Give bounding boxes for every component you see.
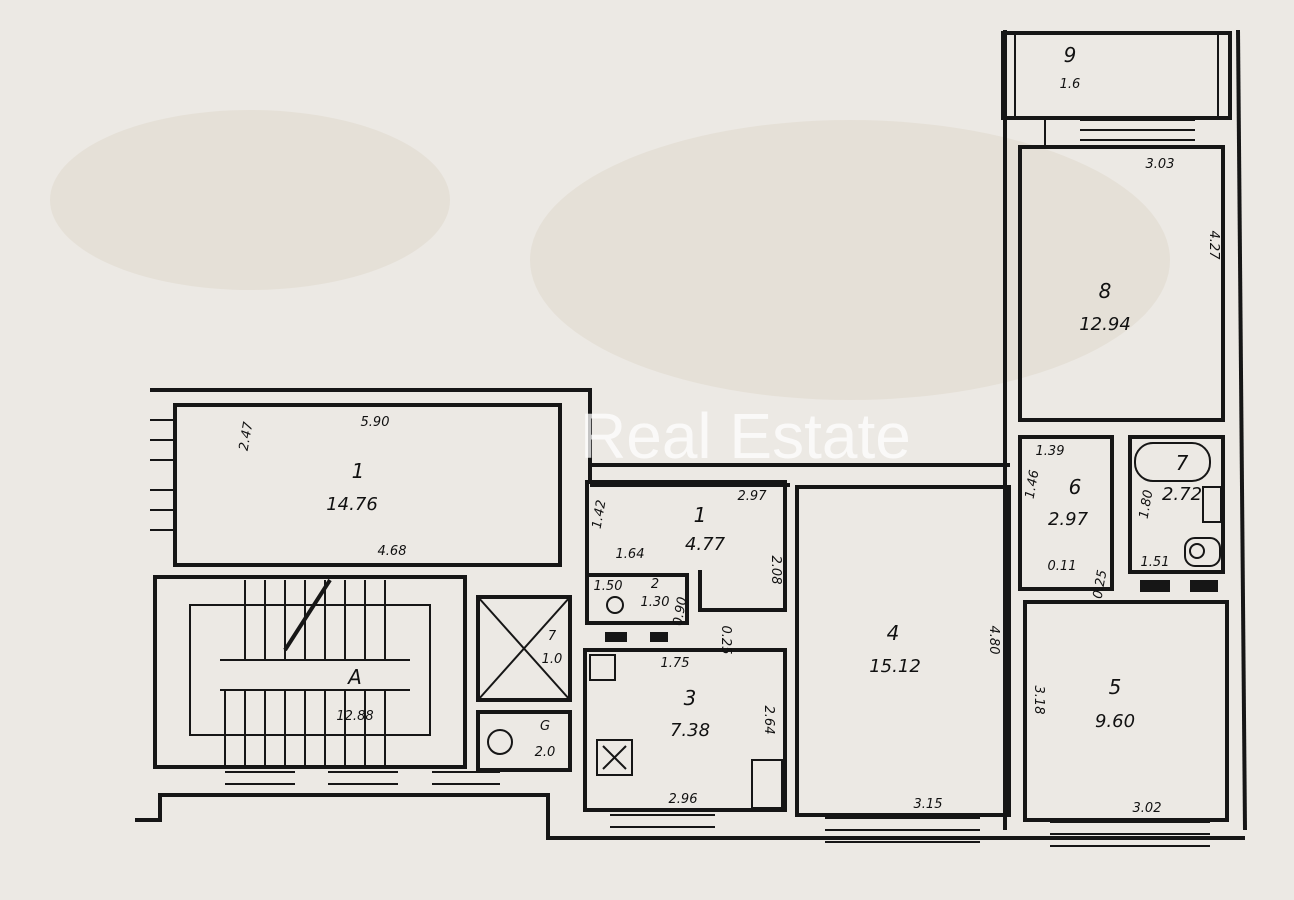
room-area: 2.72	[1162, 484, 1202, 505]
dimension-label: 2.64	[761, 706, 776, 735]
room-area: 1.6	[1060, 77, 1081, 92]
dimension-label: 3.03	[1146, 157, 1175, 172]
room-8-walls	[1018, 145, 1225, 422]
vent-icon	[1190, 580, 1218, 592]
dimension-label: 2.47	[237, 420, 257, 452]
room-g-walls	[476, 710, 572, 772]
room-area: 12.88	[336, 709, 373, 724]
dimension-label: 4.27	[1206, 231, 1221, 261]
sink-icon	[1184, 537, 1221, 567]
bathtub-icon	[1134, 442, 1211, 482]
room-number: 4	[887, 621, 900, 645]
watermark-text: Real Estate	[580, 400, 911, 472]
paper-stain	[530, 120, 1170, 400]
toilet-icon	[1202, 486, 1222, 523]
room-5-walls	[1023, 600, 1229, 822]
room-number: 5	[1109, 675, 1122, 699]
dimension-label: 3.02	[1133, 801, 1162, 816]
window	[150, 419, 175, 531]
room-7-walls	[1128, 435, 1225, 574]
room-number: A	[346, 665, 362, 689]
window	[1050, 821, 1210, 847]
vent-icon	[1140, 580, 1170, 592]
room-area: 2.97	[1048, 509, 1089, 530]
room-area: 14.76	[326, 494, 378, 515]
dimension-label: 0.25	[718, 626, 733, 655]
stairs-icon	[189, 578, 431, 765]
stove-icon	[596, 739, 633, 776]
room-number: 7	[1176, 451, 1189, 475]
dimension-label: 2.08	[768, 556, 783, 585]
paper-stain	[50, 110, 450, 290]
dimension-label: 1.46	[1023, 469, 1043, 500]
room-area: 2.0	[535, 745, 556, 760]
room-number: 7	[548, 629, 557, 644]
kitchen-3-walls	[583, 648, 787, 812]
room-6-walls	[1018, 435, 1114, 591]
room-area: 9.60	[1095, 711, 1135, 732]
wc-2-walls	[585, 573, 689, 625]
drain-icon	[1189, 543, 1205, 559]
dimension-label: 1.80	[1137, 489, 1157, 520]
sink-icon	[589, 654, 616, 681]
dimension-label: 0.11	[1048, 559, 1077, 574]
dimension-label: 1.75	[661, 656, 690, 671]
dimension-label: 1.64	[616, 547, 645, 562]
dimension-label: 3.18	[1031, 686, 1046, 715]
room-number: 9	[1064, 43, 1077, 67]
room-number: 6	[1069, 475, 1082, 499]
dimension-label: 1.51	[1141, 555, 1170, 570]
hall-walls	[585, 480, 787, 612]
dimension-label: 0.25	[1091, 569, 1111, 600]
room-area: 4.77	[685, 534, 726, 555]
vent-icon	[605, 632, 627, 642]
room-number: 1	[694, 503, 707, 527]
dimension-label: 2.96	[669, 792, 698, 807]
dimension-label: 2.97	[738, 489, 768, 504]
room-number: 2	[651, 577, 659, 592]
elevator-icon	[476, 595, 572, 702]
room-number: G	[540, 719, 550, 734]
room-area: 1.30	[641, 595, 670, 610]
window	[825, 817, 980, 843]
gas-meter-icon	[487, 729, 513, 755]
dimension-label: 4.80	[986, 626, 1001, 655]
room-area: 12.94	[1079, 314, 1131, 335]
room-area: 1.0	[542, 652, 563, 667]
dimension-label: 4.68	[378, 544, 407, 559]
room-area: 7.38	[670, 720, 710, 741]
dimension-label: 3.15	[914, 797, 943, 812]
right-wing-outer-wall	[1236, 29, 1247, 831]
room-number: 3	[684, 686, 697, 710]
dimension-label: 5.90	[361, 415, 390, 430]
outer-wall	[150, 388, 592, 480]
room-number: 8	[1099, 279, 1112, 303]
outer-wall	[135, 793, 1245, 840]
vent-icon	[650, 632, 668, 642]
room-1-walls	[173, 403, 562, 567]
chimney-icon	[751, 759, 783, 809]
stairwell-walls	[153, 575, 467, 769]
dimension-label: 1.42	[590, 499, 610, 530]
room-area: 15.12	[869, 656, 921, 677]
room-number: 1	[352, 459, 365, 483]
toilet-icon	[606, 596, 624, 614]
dimension-label: 0.90	[671, 596, 691, 627]
dimension-label: 1.39	[1036, 444, 1065, 459]
room-4-walls	[795, 485, 1011, 817]
dimension-label: 1.50	[594, 579, 623, 594]
